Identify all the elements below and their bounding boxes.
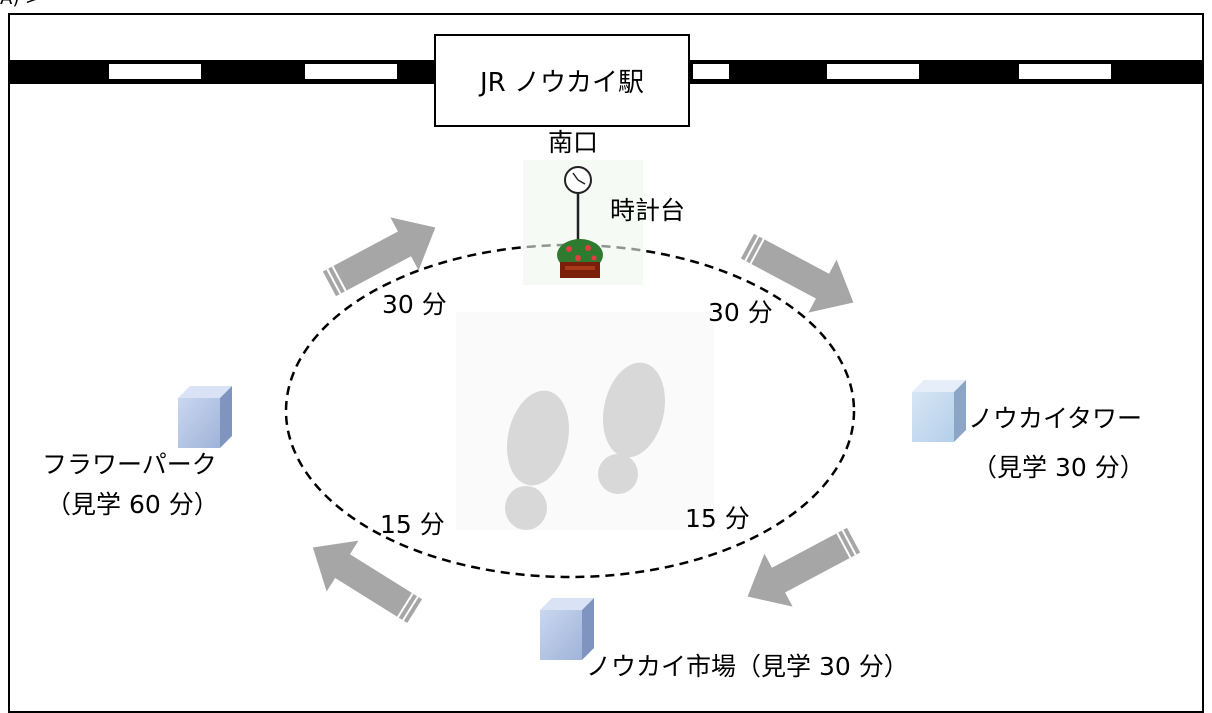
tower-building-icon	[912, 380, 966, 442]
footprints-icon	[456, 312, 714, 530]
tower-name: ノウカイタワー	[968, 404, 1143, 433]
arrow-to-flower-park-icon	[312, 540, 423, 624]
route-loop	[284, 243, 856, 579]
travel-time-lower-left: 15 分	[380, 510, 445, 539]
travel-time-upper-left: 30 分	[382, 290, 447, 319]
station-name: JR ノウカイ駅	[480, 68, 644, 98]
corner-text: A) >	[0, 0, 40, 9]
travel-time-lower-right: 15 分	[685, 504, 750, 533]
station-sign: JR ノウカイ駅	[434, 34, 690, 127]
market-building-icon	[540, 598, 594, 660]
flower-park-name: フラワーパーク	[42, 450, 217, 479]
market-name: ノウカイ市場（見学 30 分）	[586, 652, 909, 681]
south-exit-label: 南口	[548, 128, 599, 157]
clock-tower-icon	[523, 160, 643, 285]
arrow-to-tower-icon	[740, 233, 854, 313]
arrow-to-station-icon	[322, 217, 436, 297]
clock-tower-label: 時計台	[610, 196, 686, 225]
flower-park-building-icon	[178, 386, 232, 448]
arrow-to-market-icon	[747, 527, 861, 607]
tower-visit-time: （見学 30 分）	[972, 453, 1145, 482]
travel-time-upper-right: 30 分	[708, 298, 773, 327]
flower-park-visit-time: （見学 60 分）	[46, 490, 219, 519]
